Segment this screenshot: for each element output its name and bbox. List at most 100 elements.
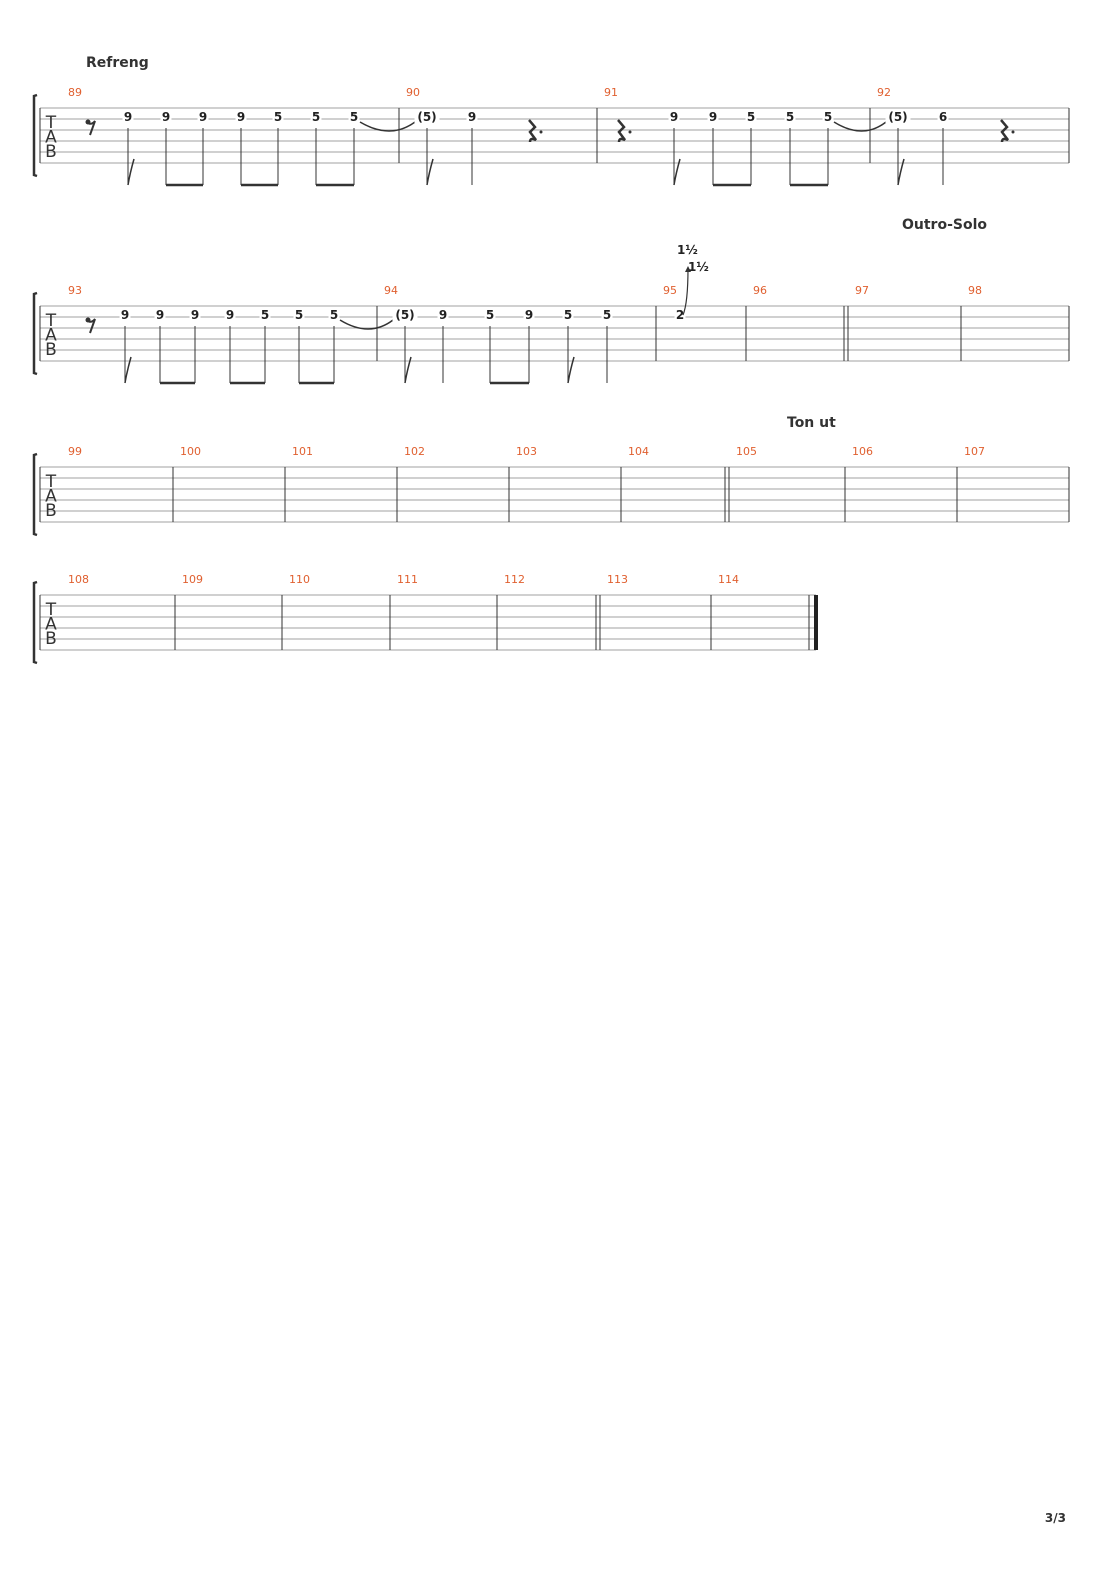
- page-number: 3/3: [1044, 1511, 1066, 1525]
- quarter-rest: [1000, 119, 1009, 143]
- fret-background: [523, 309, 535, 321]
- fret-background: [484, 309, 496, 321]
- fret-background: [122, 111, 134, 123]
- rest-dot: [539, 130, 543, 134]
- tie-arc: [359, 121, 416, 132]
- fret-background: [437, 309, 449, 321]
- measure-number: 106: [852, 445, 873, 458]
- fret-background: [392, 309, 418, 321]
- fret-background: [674, 309, 686, 321]
- tab-clef-letter: T: [45, 113, 57, 133]
- tab-clef-letter: A: [45, 487, 57, 507]
- fret-background: [937, 111, 949, 123]
- measure-number: 101: [292, 445, 313, 458]
- fret-background: [348, 111, 360, 123]
- measure-number: 96: [753, 284, 767, 297]
- measure-number: 103: [516, 445, 537, 458]
- fret-number: (5): [417, 110, 436, 124]
- fret-number: 5: [295, 308, 303, 322]
- fret-number: 9: [468, 110, 476, 124]
- measure-number: 107: [964, 445, 985, 458]
- tie-arc: [339, 319, 394, 330]
- tab-clef-letter: T: [45, 600, 57, 620]
- measure-number: 98: [968, 284, 982, 297]
- fret-number: 9: [124, 110, 132, 124]
- tab-clef-letter: T: [45, 472, 57, 492]
- fret-number: 9: [191, 308, 199, 322]
- fret-background: [189, 309, 201, 321]
- fret-background: [235, 111, 247, 123]
- bend-release-amount: 1½: [688, 260, 709, 274]
- measure-number: 92: [877, 86, 891, 99]
- fret-background: [784, 111, 796, 123]
- fret-number: 2: [676, 308, 684, 322]
- note-flag: [897, 158, 905, 186]
- fret-background: [328, 309, 340, 321]
- fret-number: 5: [312, 110, 320, 124]
- fret-number: 9: [439, 308, 447, 322]
- rest-dot: [628, 130, 632, 134]
- measure-number: 95: [663, 284, 677, 297]
- quarter-rest: [528, 119, 537, 143]
- fret-number: 6: [939, 110, 947, 124]
- fret-number: 5: [564, 308, 572, 322]
- eighth-rest-dot: [85, 119, 91, 125]
- fret-number: 9: [237, 110, 245, 124]
- tie-arc: [833, 121, 887, 132]
- fret-background: [885, 111, 911, 123]
- fret-number: 5: [603, 308, 611, 322]
- fret-number: 9: [226, 308, 234, 322]
- fret-background: [466, 111, 478, 123]
- fret-number: 9: [162, 110, 170, 124]
- fret-background: [259, 309, 271, 321]
- fret-number: 5: [330, 308, 338, 322]
- tab-clef-letter: A: [45, 326, 57, 346]
- tab-clef-letter: T: [45, 311, 57, 331]
- note-flag: [127, 158, 135, 186]
- bend-amount: 1½: [677, 243, 698, 257]
- fret-background: [272, 111, 284, 123]
- measure-number: 102: [404, 445, 425, 458]
- fret-number: 5: [486, 308, 494, 322]
- tab-clef-letter: B: [45, 340, 57, 360]
- note-flag: [404, 356, 412, 384]
- measure-number: 113: [607, 573, 628, 586]
- measure-number: 89: [68, 86, 82, 99]
- fret-number: 5: [350, 110, 358, 124]
- quarter-rest: [617, 119, 626, 143]
- fret-background: [745, 111, 757, 123]
- measure-number: 99: [68, 445, 82, 458]
- eighth-rest-dot: [85, 317, 91, 323]
- measure-number: 100: [180, 445, 201, 458]
- measure-number: 104: [628, 445, 649, 458]
- section-label-ton-ut: Ton ut: [787, 415, 836, 431]
- fret-background: [154, 309, 166, 321]
- fret-number: 9: [121, 308, 129, 322]
- note-flag: [673, 158, 681, 186]
- rest-dot: [1011, 130, 1015, 134]
- bend-curve: [682, 267, 689, 316]
- fret-background: [562, 309, 574, 321]
- section-label-refreng: Refreng: [86, 55, 149, 71]
- tab-clef-letter: B: [45, 142, 57, 162]
- fret-number: (5): [888, 110, 907, 124]
- final-bar-line: [814, 595, 818, 650]
- tab-clef-letter: A: [45, 615, 57, 635]
- fret-background: [197, 111, 209, 123]
- fret-background: [160, 111, 172, 123]
- fret-background: [822, 111, 834, 123]
- measure-number: 94: [384, 284, 398, 297]
- note-flag: [124, 356, 132, 384]
- fret-number: (5): [395, 308, 414, 322]
- fret-background: [668, 111, 680, 123]
- measure-number: 91: [604, 86, 618, 99]
- measure-number: 112: [504, 573, 525, 586]
- note-flag: [426, 158, 434, 186]
- fret-number: 5: [747, 110, 755, 124]
- measure-number: 105: [736, 445, 757, 458]
